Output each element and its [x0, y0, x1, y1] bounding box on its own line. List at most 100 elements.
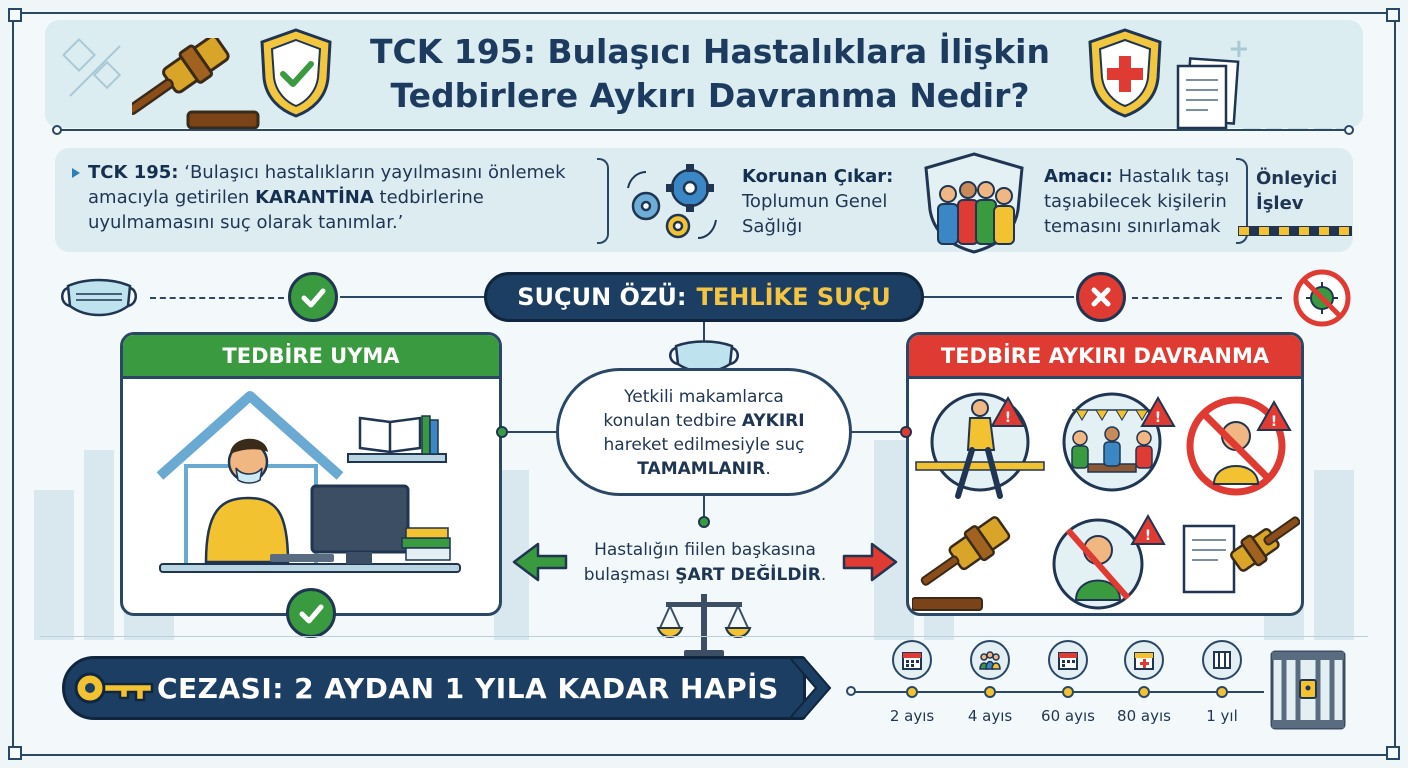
- medical-shield-icon: [1088, 28, 1162, 118]
- preventive-text: Önleyici İşlev: [1256, 166, 1348, 216]
- frame-corner: [1386, 746, 1400, 760]
- frame-corner: [8, 746, 22, 760]
- definition-label: TCK 195:: [88, 162, 179, 183]
- center-line2-bold: AYKIRI: [741, 411, 805, 431]
- frame-corner: [1386, 8, 1400, 22]
- center-line1: Yetkili makamlarca: [624, 387, 784, 407]
- connector-dot: [496, 426, 508, 438]
- protected-interest-label: Korunan Çıkar:: [742, 166, 894, 187]
- connector-line: [852, 431, 906, 433]
- connector-line: [703, 322, 705, 342]
- protected-people-icon: [924, 152, 1024, 254]
- definition-text: TCK 195: ‘Bulaşıcı hastalıkların yayılma…: [88, 160, 593, 235]
- center-line4-end: .: [765, 459, 771, 479]
- svg-text:!: !: [1155, 410, 1161, 426]
- connector-line: [924, 296, 1074, 298]
- title-line-2: Tedbirlere Aykırı Davranma Nedir?: [390, 76, 1030, 115]
- penalty-text: CEZASI: 2 AYDAN 1 YILA KADAR HAPİS: [157, 671, 779, 705]
- divider-dot: [1344, 125, 1354, 135]
- no-virus-icon: [1293, 269, 1351, 327]
- key-icon: [74, 672, 154, 704]
- crime-essence-pill: SUÇUN ÖZÜ: TEHLİKE SUÇU: [484, 272, 924, 322]
- center-line2: konulan tedbire: [603, 411, 737, 431]
- chevron-right-icon: [842, 542, 898, 582]
- page-title: TCK 195: Bulaşıcı Hastalıklara İlişkin T…: [340, 30, 1080, 118]
- compliance-panel-title: TEDBİRE UYMA: [123, 335, 499, 379]
- gears-icon: [627, 164, 717, 239]
- protected-interest-text: Korunan Çıkar: Toplumun Genel Sağlığı: [742, 164, 912, 239]
- completion-bubble: Yetkili makamlarca konulan tedbire AYKIR…: [556, 368, 852, 496]
- timeline-label: 60 ayıs: [1041, 707, 1095, 725]
- chevron-left-icon: [512, 542, 568, 582]
- definition-part1: ‘Bulaşıcı hastalıkların yayılmasını önle…: [88, 162, 566, 208]
- center-line3: hareket edilmesiyle suç: [603, 435, 805, 455]
- essence-label: SUÇUN ÖZÜ:: [517, 283, 687, 311]
- definition-part2: tedbirlerine uyulmamasını suç olarak tan…: [88, 187, 484, 233]
- brace-divider: [597, 158, 609, 244]
- header-divider: [58, 129, 1348, 131]
- medical-calendar-icon: [1124, 640, 1164, 680]
- timeline-label: 1 yıl: [1206, 707, 1238, 725]
- penalty-banner: CEZASI: 2 AYDAN 1 YILA KADAR HAPİS: [62, 656, 806, 720]
- frame-corner: [8, 8, 22, 22]
- essence-value: TEHLİKE SUÇU: [696, 283, 891, 311]
- title-line-1: TCK 195: Bulaşıcı Hastalıklara İlişkin: [370, 32, 1050, 71]
- purpose-line3: temasını sınırlamak: [1044, 216, 1221, 237]
- prison-bars-icon: [1270, 650, 1346, 730]
- chevron-forward-icon: [787, 657, 832, 719]
- note-line1: Hastalığın fiilen başkasına: [594, 540, 816, 560]
- footer-divider: [40, 636, 1368, 637]
- note-line2-end: .: [820, 565, 827, 585]
- svg-text:!: !: [1005, 410, 1011, 426]
- purpose-line1: Hastalık taşı: [1118, 166, 1230, 187]
- document-icon: [1176, 57, 1240, 130]
- timeline-dot: [906, 686, 918, 698]
- face-mask-icon: [61, 278, 137, 317]
- purpose-label: Amacı:: [1044, 166, 1113, 187]
- gavel-icon: [132, 38, 260, 130]
- bullet-arrow-icon: [72, 168, 80, 178]
- check-circle-icon: [288, 272, 338, 322]
- dashed-connector: [1132, 297, 1282, 299]
- connector-line: [502, 431, 556, 433]
- violation-scenarios-illustration: ! ! ! !: [912, 392, 1300, 611]
- timeline-label: 4 ayıs: [967, 707, 1013, 725]
- timeline-dot: [1062, 686, 1074, 698]
- dashed-connector: [150, 297, 284, 299]
- protected-interest-line2: Sağlığı: [742, 216, 803, 237]
- prison-icon: [1202, 640, 1242, 680]
- scales-of-justice-icon: [656, 594, 752, 658]
- shield-check-icon: [260, 28, 332, 118]
- bookshelf-icon: [347, 415, 447, 463]
- check-circle-icon: [286, 588, 336, 638]
- barrier-stripe: [1238, 226, 1352, 236]
- preventive-line1: Önleyici: [1256, 168, 1338, 189]
- timeline-dot: [984, 686, 996, 698]
- timeline-start-dot: [846, 686, 856, 696]
- svg-text:!: !: [1145, 528, 1151, 544]
- brace-divider: [1236, 158, 1248, 244]
- connector-dot: [900, 426, 912, 438]
- group-icon: [970, 640, 1010, 680]
- cross-circle-icon: [1076, 272, 1126, 322]
- timeline-label: 2 ayıs: [889, 707, 935, 725]
- home-office-illustration: [156, 391, 461, 573]
- note-line2: bulaşması: [583, 565, 670, 585]
- purpose-line2: taşıabilecek kişilerin: [1044, 191, 1227, 212]
- svg-text:!: !: [1271, 414, 1277, 430]
- preventive-line2: İşlev: [1256, 193, 1304, 214]
- connector-dot: [698, 516, 710, 528]
- protected-interest-line1: Toplumun Genel: [742, 191, 888, 212]
- timeline-dot: [1216, 686, 1228, 698]
- plus-decoration-icon: +: [1228, 34, 1250, 64]
- timeline-line: [852, 691, 1264, 693]
- divider-dot: [52, 125, 62, 135]
- connector-line: [703, 496, 705, 524]
- calendar-icon: [892, 640, 932, 680]
- timeline-label: 80 ayıs: [1117, 707, 1171, 725]
- connector-line: [340, 296, 484, 298]
- violation-panel-title: TEDBİRE AYKIRI DAVRANMA: [909, 335, 1301, 379]
- purpose-text: Amacı: Hastalık taşı taşıabilecek kişile…: [1044, 164, 1236, 239]
- note-line2-bold: ŞART DEĞİLDİR: [675, 565, 821, 585]
- timeline-dot: [1138, 686, 1150, 698]
